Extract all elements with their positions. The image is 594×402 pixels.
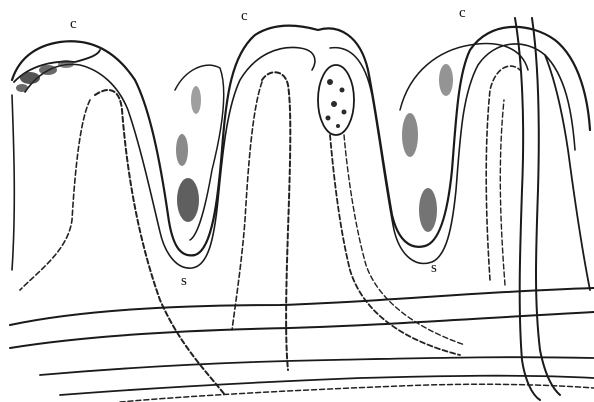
base-vessel-1 bbox=[10, 288, 594, 325]
middle-left-cluster bbox=[176, 86, 201, 222]
label-s-left: s bbox=[181, 273, 187, 289]
label-s-right: s bbox=[431, 260, 437, 276]
right-fold-inner-loop bbox=[400, 44, 528, 110]
label-c-right: c bbox=[459, 5, 466, 21]
label-c-left: c bbox=[70, 16, 77, 32]
right-fold-vessel-loop-2 bbox=[500, 100, 505, 285]
right-tall-vessel-b bbox=[532, 18, 560, 395]
base-vessel-3 bbox=[40, 357, 594, 375]
middle-fold-vessel-loop bbox=[262, 72, 290, 370]
left-lower-outline bbox=[12, 95, 14, 270]
right-tall-vessel-a bbox=[515, 18, 540, 400]
epithelium-outline bbox=[12, 26, 590, 256]
base-vessel-2 bbox=[10, 312, 594, 348]
right-fold-cluster bbox=[402, 64, 453, 232]
label-c-middle: c bbox=[241, 8, 248, 24]
middle-fold-vessel-side bbox=[232, 82, 262, 330]
base-vessel-4 bbox=[60, 376, 594, 395]
left-fold-vessel-b bbox=[20, 100, 90, 290]
round-gland-body bbox=[318, 65, 354, 135]
gland-duct bbox=[330, 135, 460, 355]
